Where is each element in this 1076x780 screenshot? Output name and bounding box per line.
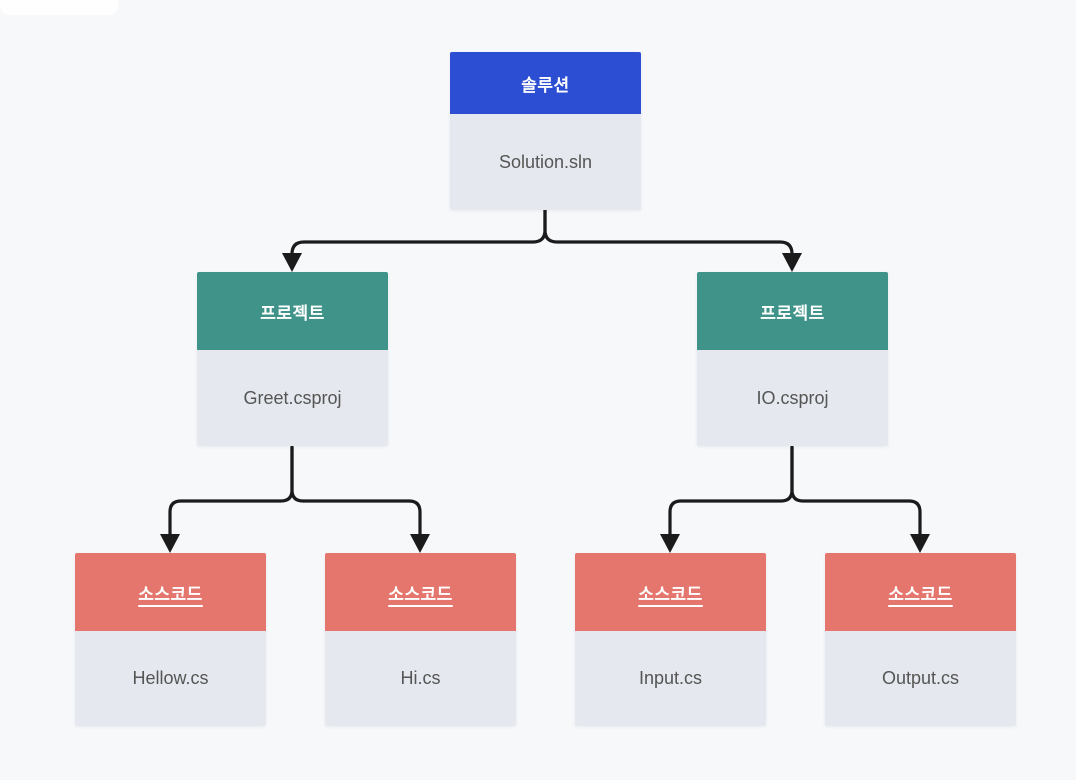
node-source-output-header: 소스코드 xyxy=(825,553,1016,631)
node-source-input: 소스코드 Input.cs xyxy=(575,553,766,726)
connector-greet-to-hi xyxy=(290,445,430,553)
node-source-hi-header: 소스코드 xyxy=(325,553,516,631)
connector-line xyxy=(290,445,422,537)
node-project-greet-header: 프로젝트 xyxy=(197,272,388,350)
node-source-output: 소스코드 Output.cs xyxy=(825,553,1016,726)
node-solution-header: 솔루션 xyxy=(450,52,641,114)
node-source-hellow: 소스코드 Hellow.cs xyxy=(75,553,266,726)
node-solution: 솔루션 Solution.sln xyxy=(450,52,641,210)
node-source-output-filename: Output.cs xyxy=(825,631,1016,726)
node-source-input-header: 소스코드 xyxy=(575,553,766,631)
node-project-io-header: 프로젝트 xyxy=(697,272,888,350)
arrowhead-icon xyxy=(410,534,430,553)
connector-line xyxy=(668,445,794,537)
node-source-hellow-filename: Hellow.cs xyxy=(75,631,266,726)
connector-solution-to-project-greet xyxy=(282,208,547,272)
top-left-rounded-artifact xyxy=(0,0,118,15)
arrowhead-icon xyxy=(782,253,802,272)
connector-io-to-input xyxy=(660,445,794,553)
connector-greet-to-hellow xyxy=(160,445,294,553)
connector-line xyxy=(290,208,547,257)
node-source-input-filename: Input.cs xyxy=(575,631,766,726)
node-project-io: 프로젝트 IO.csproj xyxy=(697,272,888,446)
connector-line xyxy=(543,208,794,257)
connector-solution-to-project-io xyxy=(543,208,802,272)
node-project-greet: 프로젝트 Greet.csproj xyxy=(197,272,388,446)
connector-io-to-output xyxy=(790,445,930,553)
node-source-hi: 소스코드 Hi.cs xyxy=(325,553,516,726)
arrowhead-icon xyxy=(160,534,180,553)
arrowhead-icon xyxy=(660,534,680,553)
node-project-io-filename: IO.csproj xyxy=(697,350,888,446)
arrowhead-icon xyxy=(282,253,302,272)
node-solution-filename: Solution.sln xyxy=(450,114,641,210)
connector-line xyxy=(790,445,922,537)
node-project-greet-filename: Greet.csproj xyxy=(197,350,388,446)
connector-line xyxy=(168,445,294,537)
node-source-hi-filename: Hi.cs xyxy=(325,631,516,726)
arrowhead-icon xyxy=(910,534,930,553)
node-source-hellow-header: 소스코드 xyxy=(75,553,266,631)
